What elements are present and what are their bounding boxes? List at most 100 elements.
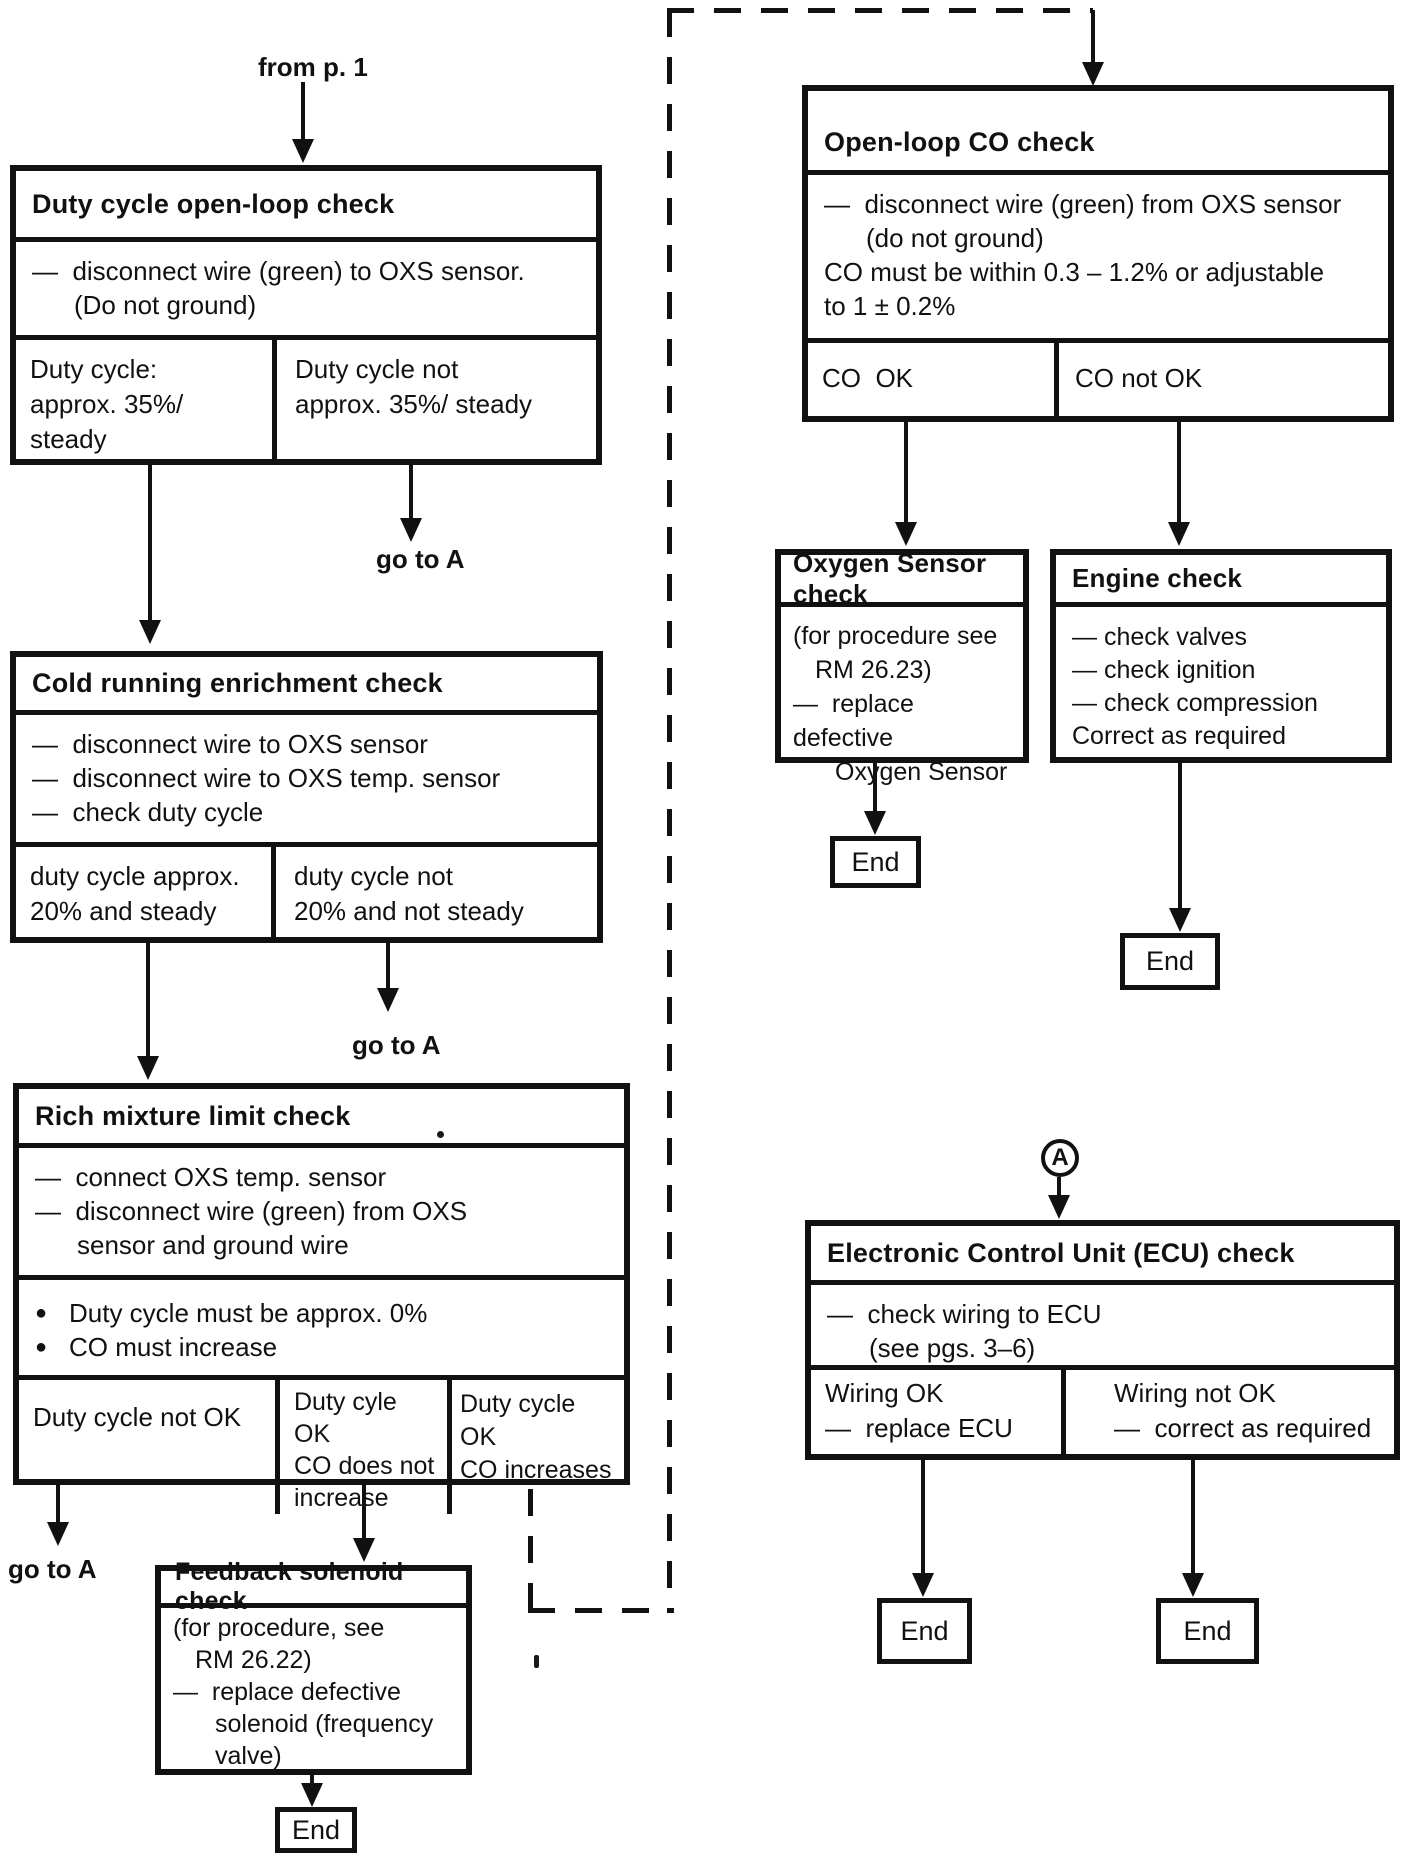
open-loop-co-check-box: Open-loop CO check — disconnect wire (gr… [802,85,1394,422]
title-text: Feedback solenoid check [175,1558,411,1615]
outcome-line: CO OK [822,363,914,393]
arrow-down-icon [1182,1573,1204,1597]
duty-cycle-open-loop-check-box: Duty cycle open-loop check — disconnect … [10,165,602,465]
connector-a-label: A [1051,1144,1069,1171]
flow-line [409,465,413,519]
end-label: End [851,846,900,877]
title-text: Engine check [1072,563,1243,593]
title-text: Oxygen Sensor check [793,547,994,609]
bullet-icon: ● [35,1336,48,1358]
connector-a-circle: A [1041,1139,1079,1177]
outcome-line: Duty cycle not [295,354,459,384]
outcome-line: increase [294,1484,389,1512]
flow-line [146,943,150,1057]
condition-text: CO must increase [69,1332,278,1362]
outcome-line: Wiring OK [825,1378,944,1408]
outcome-line: CO does not [294,1452,435,1480]
title-text: Cold running enrichment check [32,668,443,698]
instruction-line: — replace defective [793,690,921,752]
bullet-icon: ● [35,1302,48,1324]
instruction-line: — disconnect wire to OXS temp. sensor [32,763,501,793]
instruction-line: (see pgs. 3–6) [869,1333,1036,1363]
outcome-line: 20% and not steady [294,896,524,926]
outcome-line: — replace ECU [825,1413,1013,1443]
instruction-line: (for procedure see [793,622,998,650]
go-to-a-label: go to A [8,1554,97,1584]
outcome-cell: Duty cyle OK CO does not increase [275,1380,447,1514]
outcome-cell: Duty cycle: approx. 35%/ steady [16,340,272,459]
outcome-line: CO not OK [1075,363,1203,393]
instruction-line: — check wiring to ECU [827,1299,1102,1329]
outcome-cell: CO not OK [1054,343,1388,416]
outcome-cell: duty cycle approx. 20% and steady [16,847,271,937]
instruction-line: — check valves [1072,623,1248,651]
flow-line [904,422,908,523]
box-title: Open-loop CO check [808,91,1388,170]
scan-speck [437,1131,444,1138]
outcome-row: Wiring OK — replace ECU Wiring not OK — … [811,1365,1394,1454]
box-title: Oxygen Sensor check [781,548,1023,609]
instruction-line: RM 26.22) [195,1646,312,1674]
outcome-line: duty cycle not [294,861,453,891]
outcome-line: Duty cycle OK [460,1390,583,1451]
outcome-line: approx. 35%/ [30,389,184,419]
outcome-cell: duty cycle not 20% and not steady [271,847,597,937]
arrow-down-icon [912,1573,934,1597]
scan-speck [534,1655,539,1668]
box-instructions: — disconnect wire to OXS sensor — discon… [16,710,597,842]
title-text: Rich mixture limit check [35,1100,351,1131]
instruction-line: — check ignition [1072,656,1256,684]
end-label: End [291,1814,341,1845]
end-label: End [1183,1615,1232,1646]
arrow-down-icon [301,1783,323,1807]
flow-line [386,943,390,989]
instruction-line: valve) [215,1742,282,1770]
outcome-line: CO increases [460,1456,612,1484]
outcome-line: Duty cycle not OK [33,1402,242,1432]
dashed-connector-line [528,1489,533,1611]
end-label: End [1145,946,1195,976]
instruction-line: CO must be within 0.3 – 1.2% or adjustab… [824,257,1325,287]
box-title: Rich mixture limit check [19,1089,624,1143]
instruction-line: (do not ground) [866,223,1044,253]
outcome-cell: CO OK [808,343,1054,416]
flow-line [1178,763,1182,909]
outcome-cell: Wiring OK — replace ECU [811,1370,1061,1454]
instruction-line: — disconnect wire (green) from OXS [35,1196,468,1226]
end-node: End [1156,1598,1259,1664]
title-text: Electronic Control Unit (ECU) check [827,1237,1295,1268]
box-instructions: — check valves — check ignition — check … [1056,602,1386,757]
arrow-down-icon [377,988,399,1012]
from-page-1-label: from p. 1 [258,52,368,82]
box-title: Engine check [1056,555,1386,602]
flow-line [148,465,152,621]
flow-line [1191,1460,1195,1574]
box-title: Electronic Control Unit (ECU) check [811,1226,1394,1280]
box-instructions: (for procedure see RM 26.23) — replace d… [781,602,1023,789]
box-instructions: — check wiring to ECU (see pgs. 3–6) [811,1280,1394,1365]
dashed-connector-line [667,10,672,1613]
box-instructions: (for procedure, see RM 26.22) — replace … [161,1603,466,1772]
arrow-down-icon [1048,1195,1070,1219]
instruction-line: — check compression [1072,689,1318,717]
outcome-cell: Duty cycle not approx. 35%/ steady [272,340,596,459]
box-title: Feedback solenoid check [161,1558,466,1615]
dashed-connector-line [528,1608,674,1613]
end-node: End [275,1807,357,1853]
instruction-line: sensor and ground wire [77,1230,349,1260]
flow-line [310,1775,314,1785]
flow-line [301,82,305,140]
end-node: End [1120,933,1220,990]
instruction-line: — disconnect wire (green) from OXS senso… [824,189,1342,219]
instruction-line: Correct as required [1072,722,1286,750]
arrow-down-icon [895,522,917,546]
oxygen-sensor-check-box: Oxygen Sensor check (for procedure see R… [775,548,1029,786]
instruction-line: — replace defective [173,1678,401,1706]
arrow-down-icon [1169,908,1191,932]
arrow-down-icon [47,1522,69,1546]
end-label: End [900,1615,949,1646]
arrow-down-icon [400,518,422,542]
flow-line [873,763,877,812]
instruction-line: to 1 ± 0.2% [824,291,956,321]
arrow-down-icon [139,620,161,644]
